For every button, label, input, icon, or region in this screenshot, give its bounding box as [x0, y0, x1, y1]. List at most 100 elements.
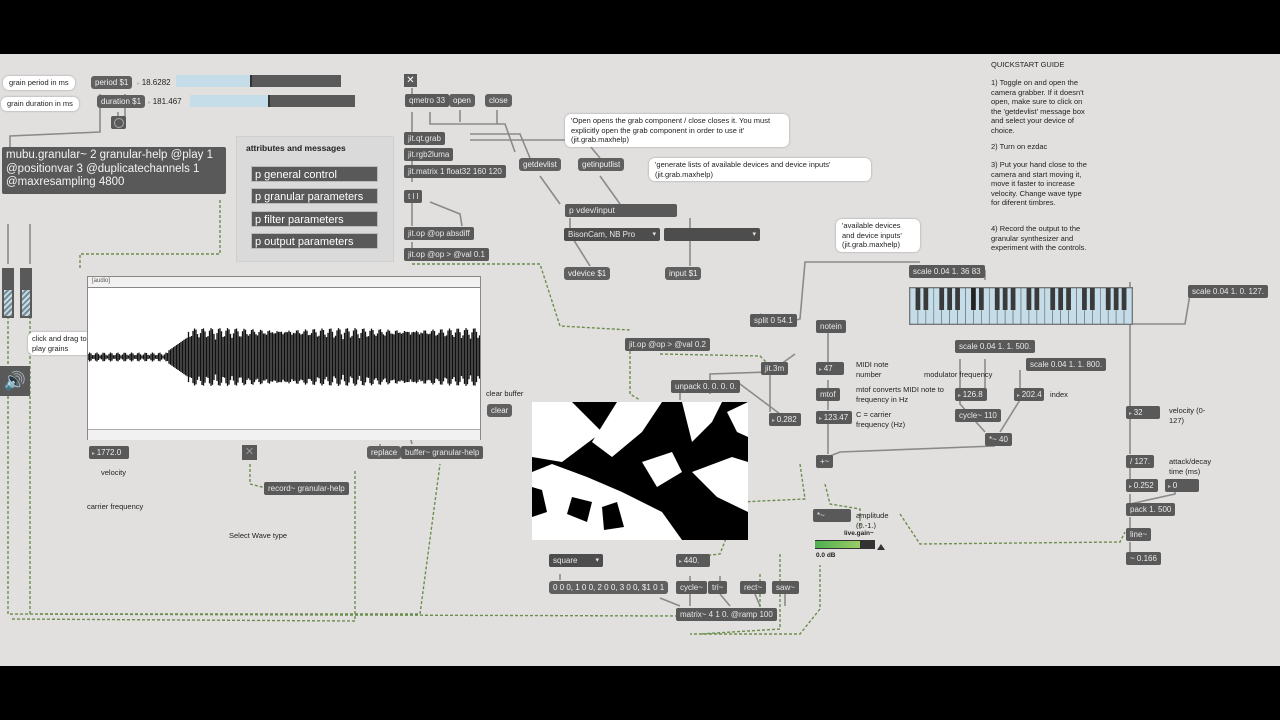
- getdevlist-message[interactable]: getdevlist: [519, 158, 561, 171]
- grab-toggle[interactable]: ✕: [404, 74, 417, 87]
- p-filter-parameters[interactable]: p filter parameters: [251, 211, 378, 227]
- left-gain-slider[interactable]: [2, 268, 14, 318]
- wave-selector-message[interactable]: 0 0 0, 1 0 0, 2 0 0, 3 0 0, $1 0 1: [549, 581, 669, 594]
- black-key[interactable]: [1026, 288, 1032, 310]
- p-vdev-input-object[interactable]: p vdev/input: [565, 204, 677, 217]
- scale-modulator-object[interactable]: scale 0.04 1. 1. 500.: [955, 340, 1036, 353]
- black-key[interactable]: [978, 288, 984, 310]
- period-message[interactable]: period $1: [91, 76, 133, 89]
- black-key[interactable]: [1050, 288, 1056, 310]
- jit-rgb2luma-object[interactable]: jit.rgb2luma: [404, 148, 454, 161]
- grain-duration-label: grain duration in ms: [1, 97, 79, 111]
- black-key[interactable]: [955, 288, 960, 310]
- black-key[interactable]: [1058, 288, 1064, 310]
- p-general-control[interactable]: p general control: [251, 166, 378, 182]
- pack-object[interactable]: pack 1. 500: [1126, 503, 1176, 516]
- open-message[interactable]: open: [449, 94, 475, 107]
- frequency-440-number[interactable]: 440.: [676, 554, 710, 567]
- input-message[interactable]: input $1: [665, 267, 702, 280]
- black-key[interactable]: [971, 288, 976, 310]
- black-key[interactable]: [947, 288, 953, 310]
- rect-object[interactable]: rect~: [740, 581, 767, 594]
- matrix-tilde-object[interactable]: matrix~ 4 1 0. @ramp 100: [676, 608, 777, 621]
- buffer-object[interactable]: buffer~ granular-help: [401, 446, 484, 459]
- live-gain-control[interactable]: live.gain~ 0.0 dB: [813, 529, 901, 565]
- envelope-time-number[interactable]: 0: [1165, 479, 1199, 492]
- attributes-title: attributes and messages: [246, 143, 346, 153]
- black-key[interactable]: [1121, 288, 1127, 310]
- black-key[interactable]: [1002, 288, 1008, 310]
- record-object[interactable]: record~ granular-help: [264, 482, 349, 495]
- device-menu[interactable]: BisonCam, NB Pro ▾: [564, 228, 660, 241]
- mubu-granular-object[interactable]: mubu.granular~ 2 granular-help @play 1 @…: [2, 147, 226, 194]
- duration-message[interactable]: duration $1: [97, 95, 146, 108]
- scale-velocity-object[interactable]: scale 0.04 1. 0. 127.: [1188, 285, 1269, 298]
- carrier-frequency-number[interactable]: 123.47: [816, 411, 852, 424]
- cycle-object[interactable]: cycle~: [676, 581, 707, 594]
- p-output-parameters[interactable]: p output parameters: [251, 233, 378, 249]
- replace-message[interactable]: replace: [367, 446, 402, 459]
- input-menu[interactable]: ▾: [664, 228, 760, 241]
- black-key[interactable]: [1089, 288, 1095, 310]
- wave-type-menu[interactable]: square ▾: [549, 554, 603, 567]
- vdevice-message[interactable]: vdevice $1: [564, 267, 611, 280]
- velocity-number-left[interactable]: 1772.0: [89, 446, 129, 459]
- trigger-object[interactable]: t l l: [404, 190, 423, 203]
- jit-op-threshold2-object[interactable]: jit.op @op > @val 0.2: [625, 338, 710, 351]
- period-slider[interactable]: [176, 75, 341, 87]
- velocity-number[interactable]: 32: [1126, 406, 1160, 419]
- black-key[interactable]: [994, 288, 1000, 310]
- waveform-tab[interactable]: [audio]: [92, 278, 111, 284]
- duration-number[interactable]: 181.467: [146, 95, 188, 108]
- notein-object[interactable]: notein: [816, 320, 846, 333]
- clear-message[interactable]: clear: [487, 404, 513, 417]
- black-key[interactable]: [1082, 288, 1087, 310]
- qmetro-object[interactable]: qmetro 33: [405, 94, 450, 107]
- getinputlist-message[interactable]: getinputlist: [578, 158, 625, 171]
- jit-op-threshold-object[interactable]: jit.op @op > @val 0.1: [404, 248, 489, 261]
- black-key[interactable]: [923, 288, 929, 310]
- times-modulator-object[interactable]: *~ 40: [985, 433, 1012, 446]
- split-object[interactable]: split 0 54.1: [750, 314, 797, 327]
- black-key[interactable]: [915, 288, 921, 310]
- saw-object[interactable]: saw~: [772, 581, 799, 594]
- envelope-output[interactable]: ~ 0.166: [1126, 552, 1161, 565]
- scale-index-object[interactable]: scale 0.04 1. 1. 800.: [1026, 358, 1107, 371]
- multiply-tilde-object[interactable]: *~: [813, 509, 851, 522]
- scale-keys-object[interactable]: scale 0.04 1. 36 83: [909, 265, 985, 278]
- plus-tilde-object[interactable]: +~: [816, 455, 834, 468]
- gain-slider-triangle-icon[interactable]: [877, 544, 885, 550]
- tri-object[interactable]: tri~: [708, 581, 728, 594]
- duration-slider[interactable]: [190, 95, 355, 107]
- black-key[interactable]: [939, 288, 945, 310]
- black-key[interactable]: [1105, 288, 1111, 310]
- jit-matrix-object[interactable]: jit.matrix 1 float32 160 120: [404, 165, 506, 178]
- black-key[interactable]: [1010, 288, 1016, 310]
- mtof-object[interactable]: mtof: [816, 388, 840, 401]
- index-number[interactable]: 202.4: [1014, 388, 1044, 401]
- cycle-modulator-object[interactable]: cycle~ 110: [955, 409, 1001, 422]
- amplitude-label: amplitude (0.-1.): [856, 511, 889, 530]
- close-message[interactable]: close: [485, 94, 512, 107]
- waveform-display[interactable]: [audio]: [87, 276, 481, 440]
- midi-note-number[interactable]: 47: [816, 362, 844, 375]
- kslider-keyboard[interactable]: [909, 287, 1133, 325]
- period-number[interactable]: 18.6282: [135, 76, 177, 89]
- motion-mean-number[interactable]: 0.282: [769, 413, 801, 426]
- jit-op-absdiff-object[interactable]: jit.op @op absdiff: [404, 227, 474, 240]
- ezdac-speaker-icon[interactable]: 🔊: [0, 366, 30, 396]
- line-object[interactable]: line~: [1126, 528, 1152, 541]
- record-toggle[interactable]: ✕: [242, 445, 257, 460]
- right-gain-slider[interactable]: [20, 268, 32, 318]
- modulator-frequency-number[interactable]: 126.8: [955, 388, 987, 401]
- unpack-object[interactable]: unpack 0. 0. 0. 0.: [671, 380, 741, 393]
- divide-127-object[interactable]: / 127.: [1126, 455, 1155, 468]
- black-key[interactable]: [1034, 288, 1040, 310]
- jit-3m-object[interactable]: jit.3m: [761, 362, 789, 375]
- p-granular-parameters[interactable]: p granular parameters: [251, 188, 378, 204]
- envelope-number[interactable]: 0.252: [1126, 479, 1158, 492]
- jit-qt-grab-object[interactable]: jit.qt.grab: [404, 132, 445, 145]
- black-key[interactable]: [1066, 288, 1071, 310]
- black-key[interactable]: [1113, 288, 1119, 310]
- granular-bang-button[interactable]: [111, 116, 126, 129]
